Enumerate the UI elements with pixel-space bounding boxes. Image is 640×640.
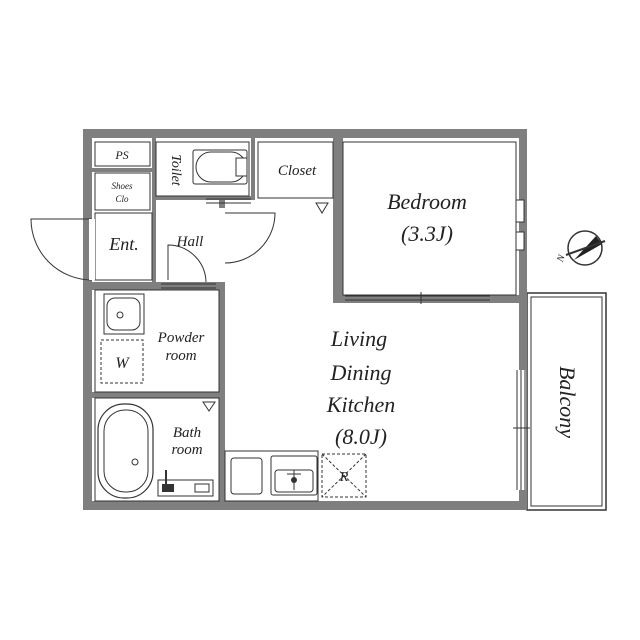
washer-label: W — [115, 355, 130, 372]
shoe-closet — [94, 172, 151, 211]
kitchen-counter — [224, 450, 367, 502]
toilet-room — [155, 141, 251, 204]
ps-box — [94, 141, 151, 167]
powder-room-label-1: Powder — [157, 330, 205, 346]
entrance — [30, 212, 153, 281]
balcony-window — [513, 370, 530, 490]
closet — [257, 141, 334, 214]
bath-room-label-2: room — [171, 442, 202, 458]
shoes-closet-label-2: Clo — [115, 194, 129, 204]
toilet-label: Toilet — [168, 154, 183, 186]
bathroom — [94, 397, 220, 502]
hall-label: Hall — [176, 234, 204, 250]
entrance-label: Ent. — [108, 234, 139, 254]
powder-room — [94, 289, 220, 393]
bedroom-label: Bedroom — [387, 189, 467, 214]
hall — [156, 204, 276, 289]
bath-room-label-1: Bath — [173, 425, 201, 441]
shoes-closet-label-1: Shoes — [112, 181, 133, 191]
ldk-size: (8.0J) — [335, 424, 387, 449]
ldk-label-1: Living — [330, 326, 387, 351]
ldk-label-3: Kitchen — [326, 392, 395, 417]
ps-label: PS — [114, 148, 128, 162]
washer-space — [100, 339, 144, 384]
refrigerator-space — [321, 453, 367, 498]
balcony — [526, 292, 607, 511]
closet-label: Closet — [278, 163, 317, 179]
ldk-label-2: Dining — [329, 360, 391, 385]
bedroom — [333, 138, 525, 304]
refrigerator-label: R — [339, 470, 349, 485]
bedroom-size: (3.3J) — [401, 221, 453, 246]
powder-room-label-2: room — [165, 348, 196, 364]
balcony-label: Balcony — [555, 366, 580, 438]
compass-icon — [565, 230, 606, 266]
